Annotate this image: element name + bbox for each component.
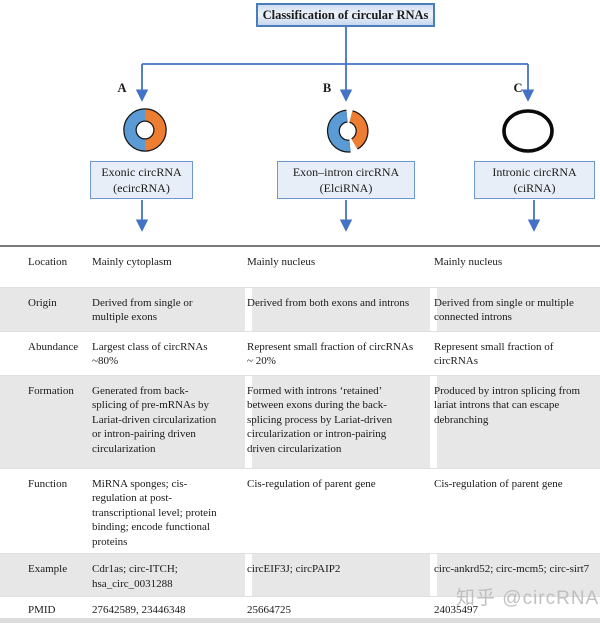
- row-cell: Mainly cytoplasm: [92, 256, 172, 268]
- node-exon-intron-circrna: Exon–intron circRNA (ElciRNA): [277, 161, 415, 199]
- node-label-line1: Intronic circRNA: [492, 165, 577, 179]
- row-cell: Cis-regulation of parent gene: [430, 467, 600, 554]
- row-cell: circEIF3J; circPAIP2: [245, 553, 430, 597]
- row-label: Location: [28, 256, 68, 268]
- row-cell: Largest class of circRNAs ~80%: [92, 330, 245, 375]
- row-label: Function: [0, 467, 92, 554]
- node-exonic-circrna: Exonic circRNA (ecircRNA): [90, 161, 193, 199]
- row-cell: circ-ankrd52; circ-mcm5; circ-sirt7: [430, 553, 600, 597]
- root-node-label: Classification of circular RNAs: [256, 3, 435, 27]
- row-cell: Formed with introns ‘retained’ between e…: [245, 374, 430, 468]
- comparison-table-body: Location Mainly cytoplasm Mainly nucleus Ma…: [0, 246, 600, 623]
- branch-letter-a: A: [117, 81, 127, 95]
- row-label: Formation: [0, 374, 92, 468]
- row-cell: Cis-regulation of parent gene: [245, 467, 430, 554]
- branch-letter-c: C: [513, 81, 523, 95]
- table-row: Location Mainly cytoplasm Mainly nucleus Ma…: [0, 246, 600, 287]
- row-cell: MiRNA sponges; cis-regulation at post-tr…: [92, 467, 245, 554]
- table-bottom-rule: [0, 618, 600, 623]
- classification-diagram: Classification of circular RNAs A B C Ex…: [0, 0, 600, 245]
- node-label-line2: (ecircRNA): [113, 181, 170, 195]
- diagram-connectors-and-icons: [123, 26, 554, 232]
- row-cell: Generated from back-splicing of pre-mRNA…: [92, 374, 245, 468]
- row-cell: Derived from single or multiple exons: [92, 286, 245, 331]
- node-label-line2: (ElciRNA): [319, 181, 373, 195]
- exonic-circrna-icon: [123, 108, 167, 152]
- comparison-table: Location Mainly cytoplasm Mainly nucleus Ma…: [0, 245, 600, 623]
- exon-intron-circrna-icon: [326, 109, 369, 153]
- intronic-circrna-icon: [502, 109, 554, 153]
- row-cell: Represent small fraction of circRNAs ~ 2…: [245, 330, 430, 375]
- row-cell: Mainly nucleus: [247, 256, 316, 268]
- row-cell: Derived from both exons and introns: [245, 286, 430, 331]
- row-label: Abundance: [0, 330, 92, 375]
- row-label: Example: [0, 553, 92, 597]
- node-label-line1: Exonic circRNA: [101, 165, 182, 179]
- row-cell: Derived from single or multiple connecte…: [430, 286, 600, 331]
- row-cell: Produced by intron splicing from lariat …: [430, 374, 600, 468]
- node-label-line1: Exon–intron circRNA: [292, 165, 400, 179]
- row-cell: Cdr1as; circ-ITCH; hsa_circ_0031288: [92, 553, 245, 597]
- row-cell: Mainly nucleus: [434, 256, 503, 268]
- node-intronic-circrna: Intronic circRNA (ciRNA): [474, 161, 595, 199]
- branch-letter-b: B: [322, 81, 332, 95]
- row-cell: Represent small fraction of circRNAs: [430, 330, 600, 375]
- branch-connector-lines: [135, 26, 535, 102]
- node-label-line2: (ciRNA): [513, 181, 556, 195]
- watermark: 知乎 @circRNA: [456, 588, 600, 609]
- row-label: Origin: [0, 286, 92, 331]
- box-to-table-arrows: [135, 200, 541, 232]
